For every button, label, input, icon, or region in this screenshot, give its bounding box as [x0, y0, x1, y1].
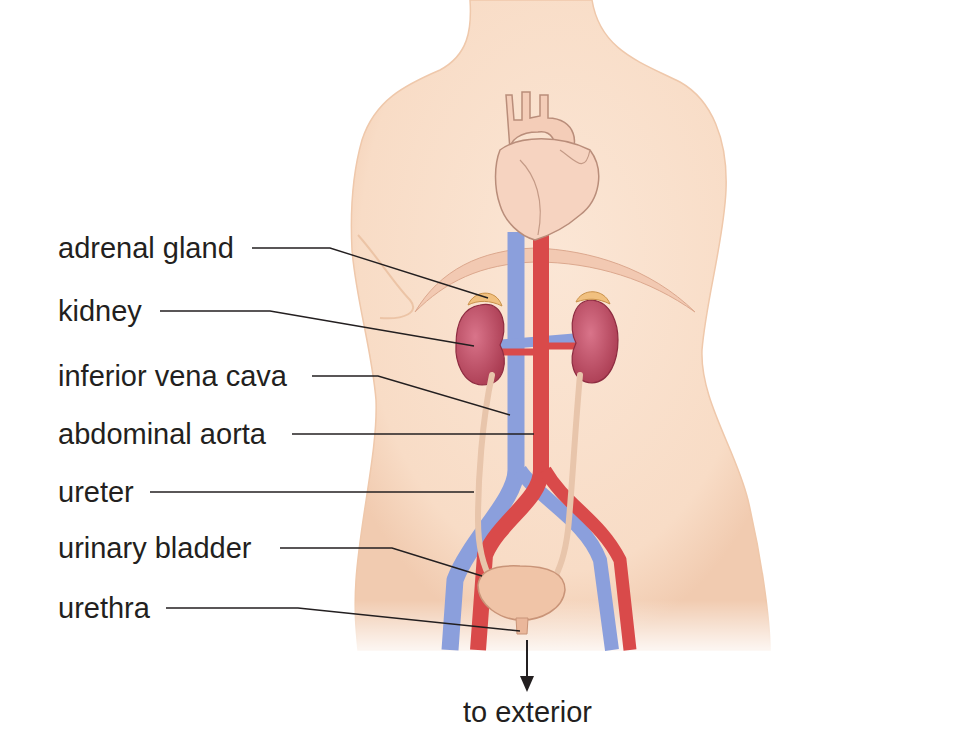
diaphragm — [415, 248, 695, 312]
torso-fade — [340, 600, 790, 660]
iliac-artery — [545, 470, 630, 650]
leader-line — [312, 376, 510, 415]
leader-line — [292, 433, 534, 434]
heart-detail — [520, 150, 590, 235]
renal-artery — [500, 346, 582, 352]
ureter-right — [552, 375, 580, 582]
part-label: kidney — [58, 294, 142, 328]
torso-outline — [351, 0, 770, 650]
heart — [496, 139, 599, 240]
leader-line — [150, 491, 474, 492]
part-label: inferior vena cava — [58, 359, 287, 393]
part-label: abdominal aorta — [58, 417, 266, 451]
part-label: urethra — [58, 591, 150, 625]
exterior-arrow-shaft — [526, 640, 528, 678]
adrenal-gland-right — [576, 292, 610, 304]
urinary-bladder — [478, 566, 565, 620]
leader-line — [252, 248, 488, 298]
part-label: adrenal gland — [58, 231, 234, 265]
leader-line — [166, 608, 520, 631]
urethra-shape — [516, 618, 528, 634]
direction-label: to exterior — [463, 695, 592, 729]
leader-line — [280, 548, 482, 576]
adrenal-gland-left — [468, 293, 502, 306]
part-label: urinary bladder — [58, 531, 251, 565]
exterior-arrowhead — [520, 676, 534, 692]
leader-line — [160, 311, 474, 346]
kidney-right — [572, 300, 618, 383]
breast-contour — [358, 235, 413, 318]
part-label: ureter — [58, 475, 134, 509]
